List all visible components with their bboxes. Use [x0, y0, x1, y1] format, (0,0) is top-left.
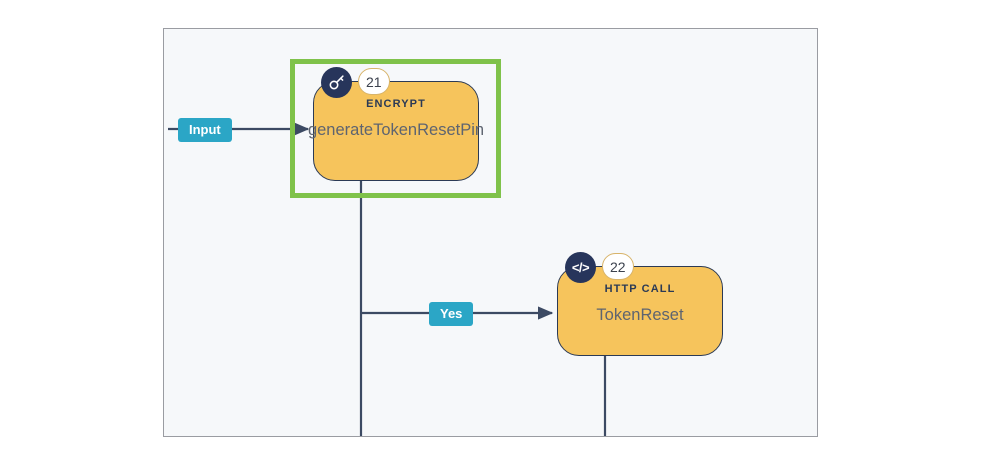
- node-kind-label: HTTP CALL: [604, 283, 676, 295]
- node-number-badge: 21: [358, 68, 390, 95]
- node-title-label: TokenReset: [596, 306, 684, 324]
- connector-layer: [168, 122, 607, 436]
- flow-canvas[interactable]: 21 ENCRYPT generateTokenResetPin </> 22 …: [163, 28, 818, 437]
- flow-node-21[interactable]: 21 ENCRYPT generateTokenResetPin: [308, 67, 484, 181]
- code-brackets-icon: </>: [565, 252, 596, 283]
- node-title-label: generateTokenResetPin: [307, 121, 485, 139]
- node-kind-label: ENCRYPT: [366, 98, 426, 110]
- key-icon: [321, 67, 352, 98]
- edge-label-input[interactable]: Input: [178, 118, 232, 142]
- node-number-badge: 22: [602, 253, 634, 280]
- flow-node-22[interactable]: </> 22 HTTP CALL TokenReset: [557, 252, 723, 356]
- edge-label-yes[interactable]: Yes: [429, 302, 474, 326]
